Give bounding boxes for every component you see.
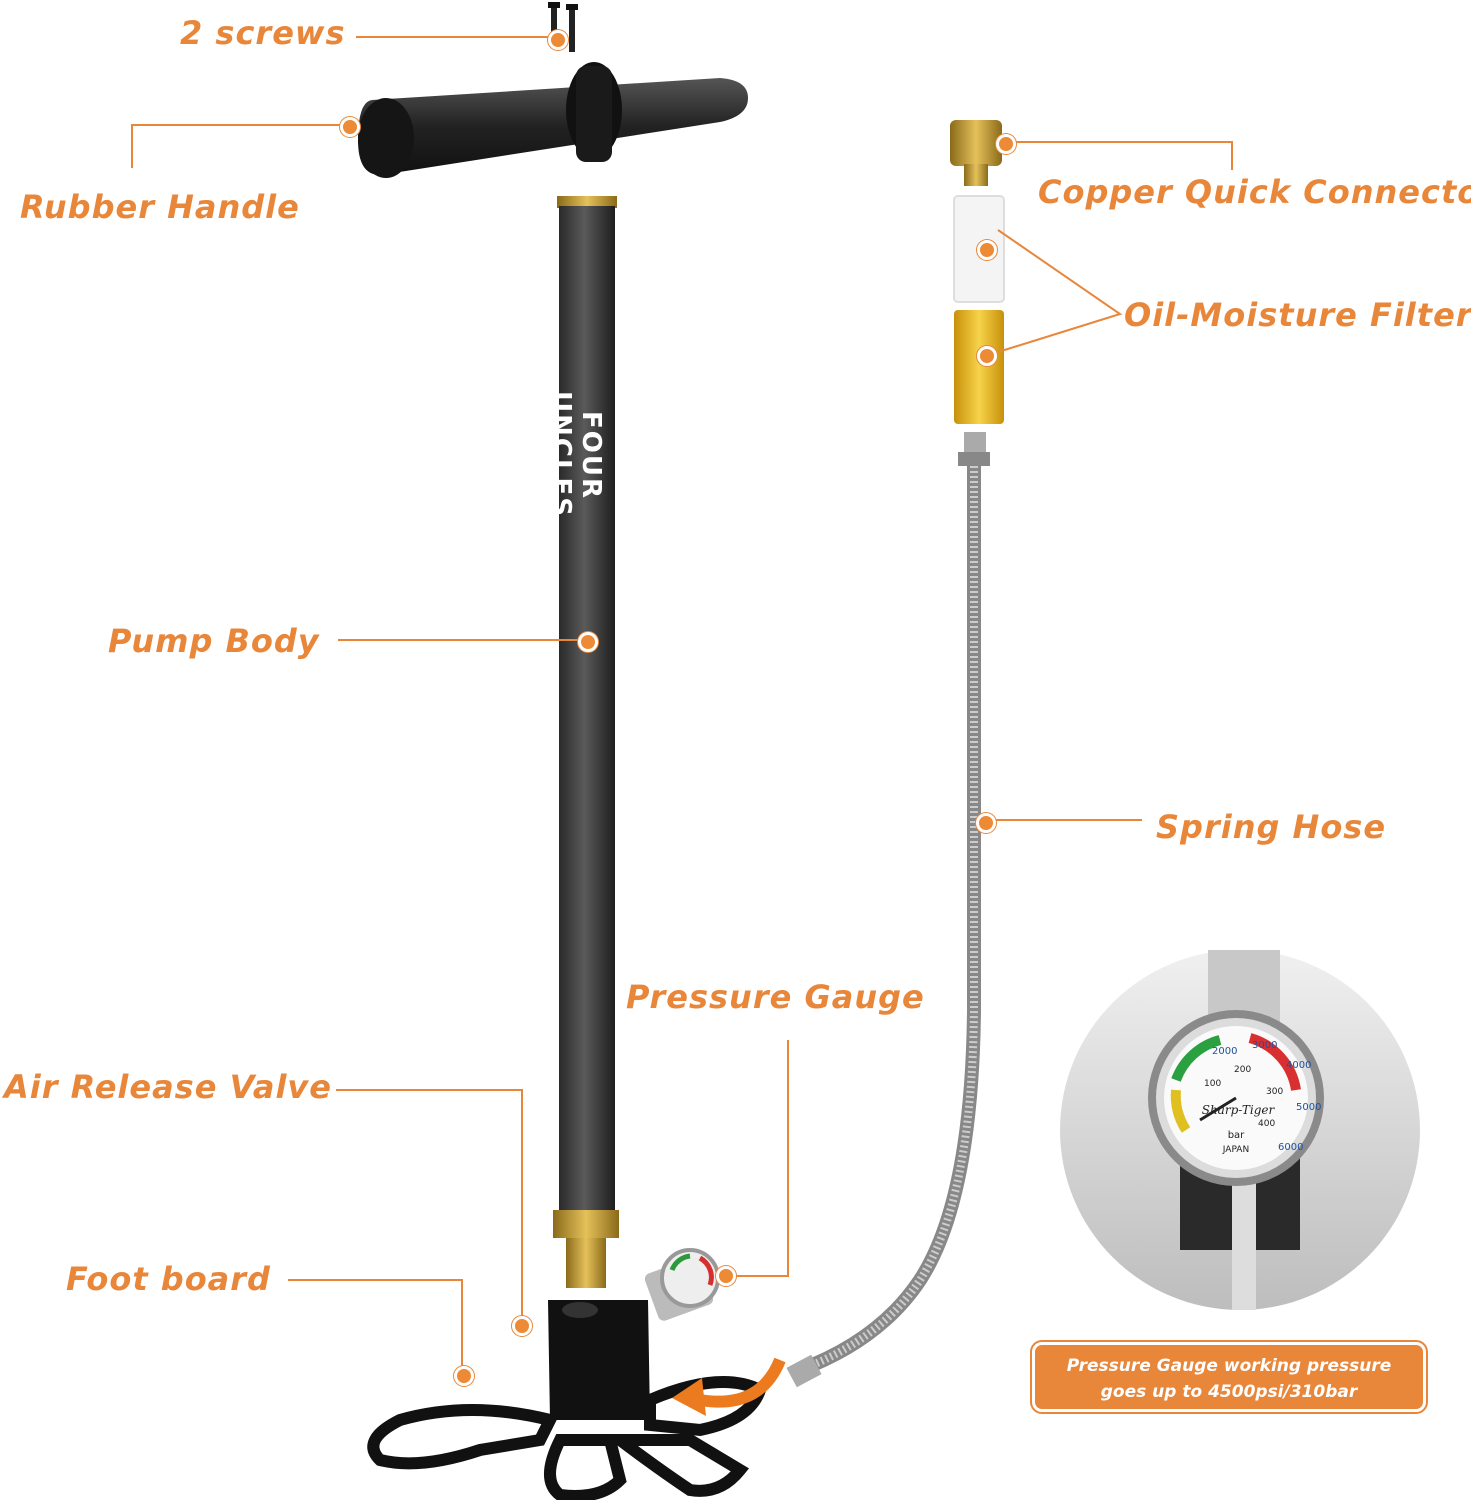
small-gauge xyxy=(644,1248,720,1321)
screws-label: 2 screws xyxy=(180,14,346,52)
filter-yellow-dot xyxy=(977,346,997,366)
gauge-bar-tick: 200 xyxy=(1234,1065,1251,1075)
pressure-gauge-label: Pressure Gauge xyxy=(626,978,925,1016)
gauge-zoom-circle: Sharp-Tiger JAPAN bar 2000 3000 4000 500… xyxy=(1060,950,1420,1310)
rubber-handle-label: Rubber Handle xyxy=(20,188,300,226)
spring-hose xyxy=(786,466,981,1388)
valve-dot xyxy=(512,1316,532,1336)
filter-white-dot xyxy=(977,240,997,260)
handle-dot xyxy=(340,117,360,137)
air-release-valve-label: Air Release Valve xyxy=(4,1068,332,1106)
footboard-dot xyxy=(454,1366,474,1386)
gauge-psi-tick: 2000 xyxy=(1212,1046,1237,1057)
connector-dot xyxy=(996,134,1016,154)
leader-lines xyxy=(131,36,1233,1370)
gauge-psi-tick: 4000 xyxy=(1286,1060,1311,1071)
gauge-origin: JAPAN xyxy=(1222,1145,1249,1155)
gauge-psi-tick: 5000 xyxy=(1296,1102,1321,1113)
hose-dot xyxy=(976,813,996,833)
screws xyxy=(548,2,578,52)
callout-line-1: Pressure Gauge working pressure xyxy=(1066,1356,1392,1376)
arrow-icon xyxy=(699,1357,786,1408)
gauge-bar-tick: 100 xyxy=(1204,1079,1221,1089)
gauge-bar-tick: 300 xyxy=(1266,1087,1283,1097)
pump-body-label: Pump Body xyxy=(108,622,320,660)
gauge-psi-tick: 6000 xyxy=(1278,1142,1303,1153)
pump-body xyxy=(553,196,619,1288)
gauge-bar-tick: 400 xyxy=(1258,1119,1275,1129)
brand-text: FOUR UNCLES xyxy=(546,391,606,519)
gauge-unit: bar xyxy=(1228,1130,1245,1141)
gauge-brand: Sharp-Tiger xyxy=(1202,1103,1276,1117)
oil-filter-label: Oil-Moisture Filter xyxy=(1124,296,1471,334)
gauge-dot xyxy=(716,1266,736,1286)
copper-connector xyxy=(950,120,1002,186)
screws-dot xyxy=(548,30,568,50)
pressure-callout: Pressure Gauge working pressure goes up … xyxy=(1032,1342,1426,1412)
callout-line-2: goes up to 4500psi/310bar xyxy=(1100,1382,1358,1402)
foot-board-label: Foot board xyxy=(66,1260,271,1298)
pump-body-dot xyxy=(578,632,598,652)
oil-moisture-filter xyxy=(953,195,1005,466)
rubber-handle xyxy=(358,62,748,178)
spring-hose-label: Spring Hose xyxy=(1156,808,1387,846)
copper-connector-label: Copper Quick Connector xyxy=(1038,173,1471,211)
gauge-psi-tick: 3000 xyxy=(1252,1040,1277,1051)
